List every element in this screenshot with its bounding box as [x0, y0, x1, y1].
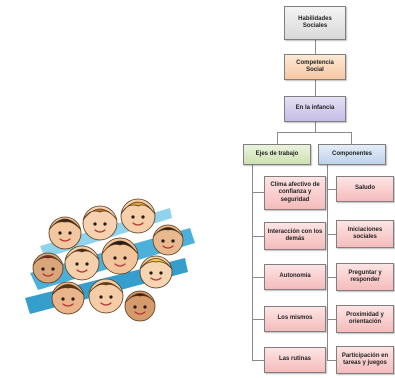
- connector-right-drop: [351, 132, 352, 144]
- connector-level3-trunk: [315, 122, 316, 132]
- connector-level2-level3: [315, 80, 316, 96]
- connector-left-tick-1: [252, 192, 264, 193]
- connector-left-tick-4: [252, 319, 264, 320]
- node-left-item-4: Los mismos: [264, 306, 326, 332]
- node-left-item-3: Autonomía: [264, 264, 326, 290]
- node-right-item-1: Saludo: [336, 176, 394, 202]
- node-right-item-2: Iniciaciones sociales: [336, 220, 394, 248]
- connector-right-tick-5: [327, 360, 336, 361]
- connector-left-tick-2: [252, 236, 264, 237]
- connector-right-tick-1: [327, 189, 336, 190]
- node-root: Habilidades Sociales: [284, 6, 346, 40]
- node-level3: En la infancia: [284, 96, 346, 122]
- node-right-item-3: Preguntar y responder: [336, 263, 394, 291]
- connector-horizontal-branch: [277, 132, 352, 133]
- node-right-item-4: Proximidad y orientación: [336, 305, 394, 333]
- node-left-item-2: Interacción con los demás: [264, 222, 326, 250]
- connector-root-level2: [315, 40, 316, 54]
- node-level2: Competencia Social: [284, 54, 346, 80]
- node-left-item-5: Las rutinas: [264, 347, 326, 373]
- connector-right-tick-3: [327, 277, 336, 278]
- node-right-item-5: Participación en tareas y juegos: [336, 346, 394, 374]
- connector-left-spine: [252, 165, 253, 361]
- connector-left-drop: [277, 132, 278, 144]
- connector-right-tick-2: [327, 234, 336, 235]
- connector-right-tick-4: [327, 319, 336, 320]
- children-group-illustration: [20, 168, 200, 348]
- node-left-item-1: Clima afectivo de confianza y seguridad: [264, 176, 326, 210]
- node-branch-left: Ejes de trabajo: [243, 144, 311, 165]
- connector-left-tick-5: [252, 360, 264, 361]
- connector-left-tick-3: [252, 277, 264, 278]
- node-branch-right: Componentes: [318, 144, 386, 165]
- connector-right-spine: [327, 165, 328, 361]
